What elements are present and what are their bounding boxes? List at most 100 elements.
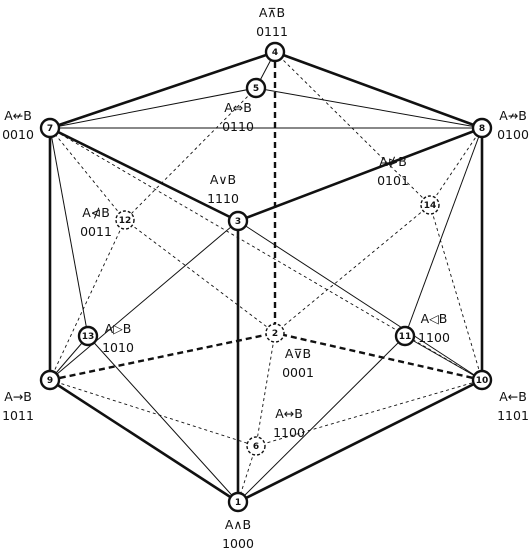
node-code-label-1: 1000 bbox=[222, 536, 254, 551]
node-circle-7 bbox=[39, 117, 61, 139]
edge-8-5 bbox=[255, 87, 483, 129]
edge-8-11 bbox=[404, 127, 483, 337]
node-number-9: 9 bbox=[47, 376, 53, 386]
labels-layer: A∧B1000A⊽B0001A∨B1110A⊼B0111A⇔B0110A↔B11… bbox=[2, 5, 529, 551]
edge-14-2 bbox=[274, 204, 431, 334]
node-circle-5 bbox=[245, 77, 267, 99]
edges-layer bbox=[48, 50, 484, 504]
node-circle-14 bbox=[420, 195, 440, 215]
edge-12-7 bbox=[49, 127, 126, 221]
node-op-label-9: A→B bbox=[4, 389, 32, 404]
edge-8-3 bbox=[237, 126, 483, 223]
node-code-label-12: 0011 bbox=[80, 224, 112, 239]
node-3: 3 bbox=[227, 210, 249, 232]
node-number-1: 1 bbox=[235, 498, 241, 508]
node-op-label-11: A◁B bbox=[421, 311, 448, 326]
edge-8-4 bbox=[274, 50, 483, 130]
node-4: 4 bbox=[264, 41, 286, 63]
node-7: 7 bbox=[39, 117, 61, 139]
edge-14-10 bbox=[429, 204, 483, 381]
node-circle-10 bbox=[471, 369, 493, 391]
node-13: 13 bbox=[77, 325, 99, 347]
node-number-5: 5 bbox=[253, 84, 259, 94]
edge-2-6 bbox=[255, 332, 276, 447]
node-code-label-6: 1100 bbox=[273, 425, 305, 440]
node-circle-8 bbox=[471, 117, 493, 139]
node-number-4: 4 bbox=[272, 48, 278, 58]
node-1: 1 bbox=[227, 491, 249, 513]
node-code-label-2: 0001 bbox=[282, 365, 314, 380]
node-circle-6 bbox=[246, 436, 266, 456]
node-14: 14 bbox=[420, 195, 440, 215]
node-op-label-13: A▷B bbox=[105, 321, 132, 336]
edge-7-5 bbox=[49, 87, 257, 129]
node-6: 6 bbox=[246, 436, 266, 456]
node-code-label-4: 0111 bbox=[256, 24, 288, 39]
node-code-label-10: 1101 bbox=[497, 408, 529, 423]
node-op-label-2: A⊽B bbox=[285, 346, 311, 361]
node-11: 11 bbox=[394, 325, 416, 347]
node-number-14: 14 bbox=[424, 201, 437, 211]
node-code-label-11: 1100 bbox=[418, 330, 450, 345]
edge-11-10 bbox=[404, 335, 483, 381]
edge-12-2 bbox=[124, 219, 276, 334]
edge-1-9 bbox=[49, 378, 239, 504]
node-number-11: 11 bbox=[399, 332, 412, 342]
node-op-label-1: A∧B bbox=[225, 517, 251, 532]
node-number-2: 2 bbox=[272, 329, 278, 339]
node-code-label-8: 0100 bbox=[497, 127, 529, 142]
node-op-label-8: A↛B bbox=[499, 108, 527, 123]
edge-9-2 bbox=[49, 331, 276, 382]
node-circle-3 bbox=[227, 210, 249, 232]
node-number-3: 3 bbox=[235, 217, 241, 227]
edge-1-10 bbox=[237, 378, 483, 504]
node-circle-11 bbox=[394, 325, 416, 347]
node-code-label-14: 0101 bbox=[377, 173, 409, 188]
node-code-label-3: 1110 bbox=[207, 191, 239, 206]
node-2: 2 bbox=[265, 323, 285, 343]
edge-9-6 bbox=[49, 379, 257, 447]
node-code-label-7: 0010 bbox=[2, 127, 34, 142]
node-5: 5 bbox=[245, 77, 267, 99]
node-number-10: 10 bbox=[476, 376, 489, 386]
node-op-label-5: A⇔B bbox=[224, 100, 252, 115]
edge-7-13 bbox=[49, 127, 89, 337]
edge-7-4 bbox=[49, 50, 276, 130]
node-number-13: 13 bbox=[82, 332, 95, 342]
node-op-label-7: A↚B bbox=[4, 108, 32, 123]
edge-13-1 bbox=[87, 335, 239, 503]
edge-12-9 bbox=[49, 219, 126, 381]
edge-10-2 bbox=[274, 331, 483, 382]
node-circle-1 bbox=[227, 491, 249, 513]
node-number-7: 7 bbox=[47, 124, 53, 134]
edge-5-12 bbox=[124, 87, 257, 221]
node-op-label-12: A⋪B bbox=[82, 205, 110, 220]
edge-3-9 bbox=[49, 220, 239, 381]
node-op-label-10: A←B bbox=[499, 389, 527, 404]
edge-11-1 bbox=[237, 335, 406, 503]
node-code-label-13: 1010 bbox=[102, 340, 134, 355]
node-circle-12 bbox=[115, 210, 135, 230]
node-circle-9 bbox=[39, 369, 61, 391]
node-code-label-9: 1011 bbox=[2, 408, 34, 423]
node-op-label-3: A∨B bbox=[210, 172, 236, 187]
node-op-label-14: A⋫B bbox=[379, 154, 407, 169]
node-number-8: 8 bbox=[479, 124, 485, 134]
edge-7-3 bbox=[49, 126, 239, 223]
node-code-label-5: 0110 bbox=[222, 119, 254, 134]
node-circle-13 bbox=[77, 325, 99, 347]
node-op-label-4: A⊼B bbox=[259, 5, 285, 20]
node-circle-2 bbox=[265, 323, 285, 343]
edge-3-10 bbox=[237, 220, 483, 381]
node-number-6: 6 bbox=[253, 442, 259, 452]
node-circle-4 bbox=[264, 41, 286, 63]
edge-14-8 bbox=[429, 127, 483, 206]
node-9: 9 bbox=[39, 369, 61, 391]
node-12: 12 bbox=[115, 210, 135, 230]
node-10: 10 bbox=[471, 369, 493, 391]
node-number-12: 12 bbox=[119, 216, 132, 226]
node-op-label-6: A↔B bbox=[275, 406, 303, 421]
